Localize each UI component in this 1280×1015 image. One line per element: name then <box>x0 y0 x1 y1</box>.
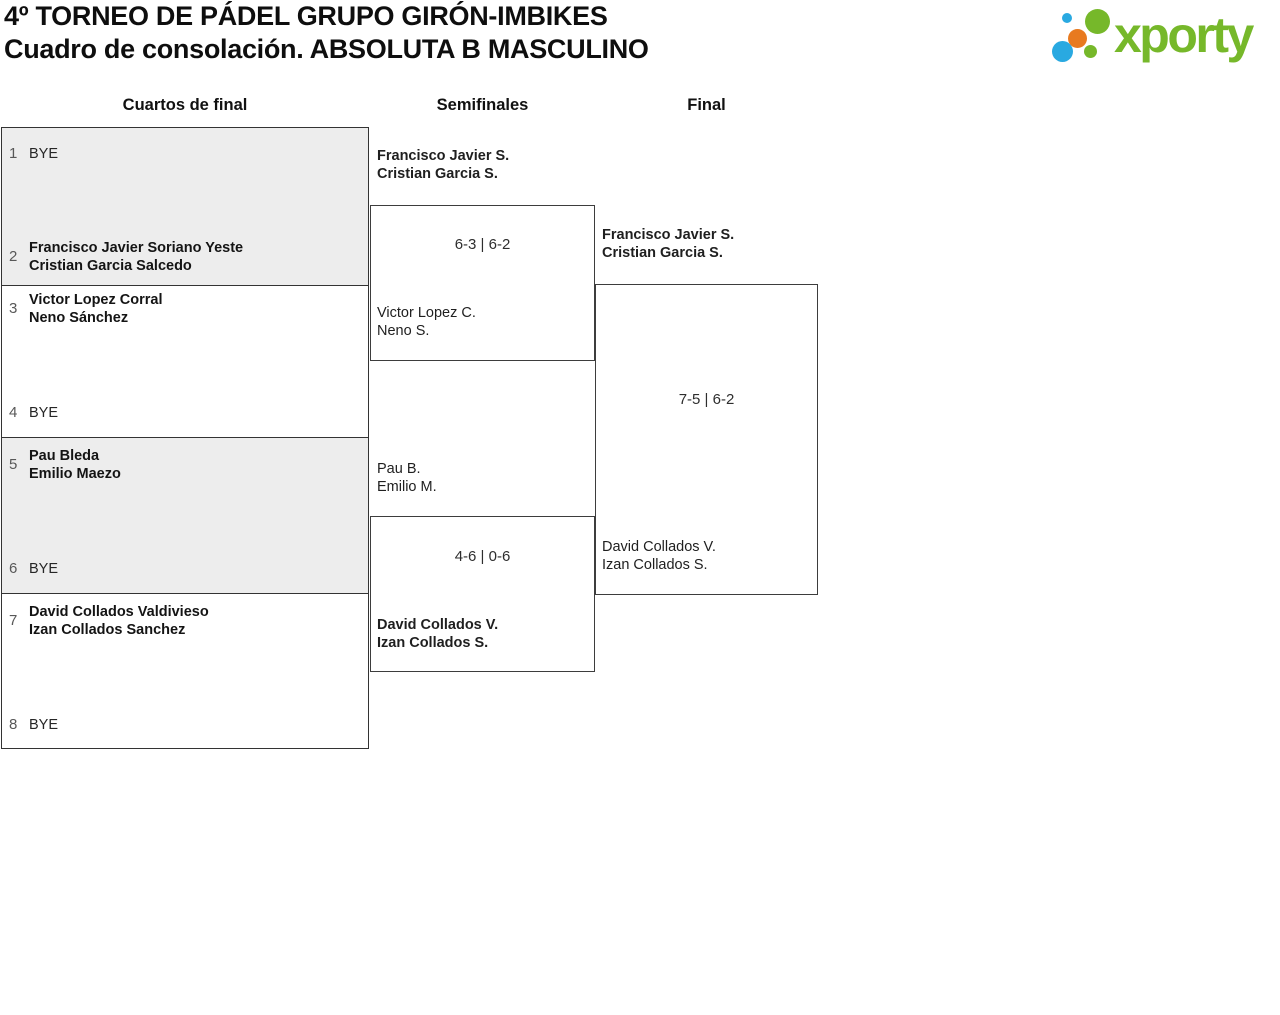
team-name: BYE <box>29 146 59 162</box>
sf1-top-team: Francisco Javier S. Cristian Garcia S. <box>377 148 510 182</box>
qf3-bottom-team: 6 BYE <box>9 560 58 578</box>
qf-match-4[interactable] <box>1 593 369 749</box>
final-top-team: Francisco Javier S. Cristian Garcia S. <box>602 227 735 261</box>
page-title-line2: Cuadro de consolación. ABSOLUTA B MASCUL… <box>4 34 649 64</box>
logo-dot-icon <box>1085 9 1110 34</box>
seed-number: 8 <box>9 716 18 733</box>
page-title: 4º TORNEO DE PÁDEL GRUPO GIRÓN-IMBIKES C… <box>4 0 649 66</box>
logo-wordmark: xporty <box>1114 7 1254 63</box>
final-bottom-team: David Collados V. Izan Collados S. <box>602 539 716 573</box>
round-header-semifinals: Semifinales <box>436 96 529 114</box>
logo-dot-icon <box>1062 13 1072 23</box>
qf4-bottom-team: 8 BYE <box>9 716 58 734</box>
team-name: Pau Bleda Emilio Maezo <box>29 448 121 482</box>
logo-dot-icon <box>1052 41 1073 62</box>
team-name: Francisco Javier Soriano Yeste Cristian … <box>29 240 244 274</box>
qf4-top-team: 7 David Collados Valdivieso Izan Collado… <box>9 603 209 639</box>
qf3-top-team: 5 Pau Bleda Emilio Maezo <box>9 447 121 483</box>
sf1-score: 6-3 | 6-2 <box>454 236 511 253</box>
team-name: Victor Lopez Corral Neno Sánchez <box>29 292 163 326</box>
qf2-top-team: 3 Victor Lopez Corral Neno Sánchez <box>9 291 162 327</box>
qf-match-1[interactable] <box>1 127 369 286</box>
seed-number: 4 <box>9 404 18 421</box>
final-score: 7-5 | 6-2 <box>678 391 735 408</box>
sf2-top-team: Pau B. Emilio M. <box>377 461 437 495</box>
sf-match-1[interactable] <box>370 205 595 361</box>
team-name: BYE <box>29 561 59 577</box>
sf1-bottom-team: Victor Lopez C. Neno S. <box>377 305 476 339</box>
seed-number: 5 <box>9 456 18 473</box>
team-name: David Collados Valdivieso Izan Collados … <box>29 604 209 638</box>
round-header-quarterfinals: Cuartos de final <box>122 96 248 114</box>
seed-number: 7 <box>9 612 18 629</box>
sf2-score: 4-6 | 0-6 <box>454 548 511 565</box>
sf2-bottom-team: David Collados V. Izan Collados S. <box>377 617 499 651</box>
seed-number: 1 <box>9 145 18 162</box>
round-header-final: Final <box>687 96 726 114</box>
qf1-top-team: 1 BYE <box>9 145 58 163</box>
qf1-bottom-team: 2 Francisco Javier Soriano Yeste Cristia… <box>9 239 243 275</box>
seed-number: 2 <box>9 248 18 265</box>
logo-dot-icon <box>1084 45 1097 58</box>
seed-number: 6 <box>9 560 18 577</box>
qf-match-3[interactable] <box>1 437 369 594</box>
seed-number: 3 <box>9 300 18 317</box>
page-title-line1: 4º TORNEO DE PÁDEL GRUPO GIRÓN-IMBIKES <box>4 1 608 31</box>
logo-dot-icon <box>1068 29 1087 48</box>
final-match[interactable] <box>595 284 818 595</box>
sf-match-2[interactable] <box>370 516 595 672</box>
team-name: BYE <box>29 717 59 733</box>
qf2-bottom-team: 4 BYE <box>9 404 58 422</box>
team-name: BYE <box>29 405 59 421</box>
qf-match-2[interactable] <box>1 285 369 438</box>
